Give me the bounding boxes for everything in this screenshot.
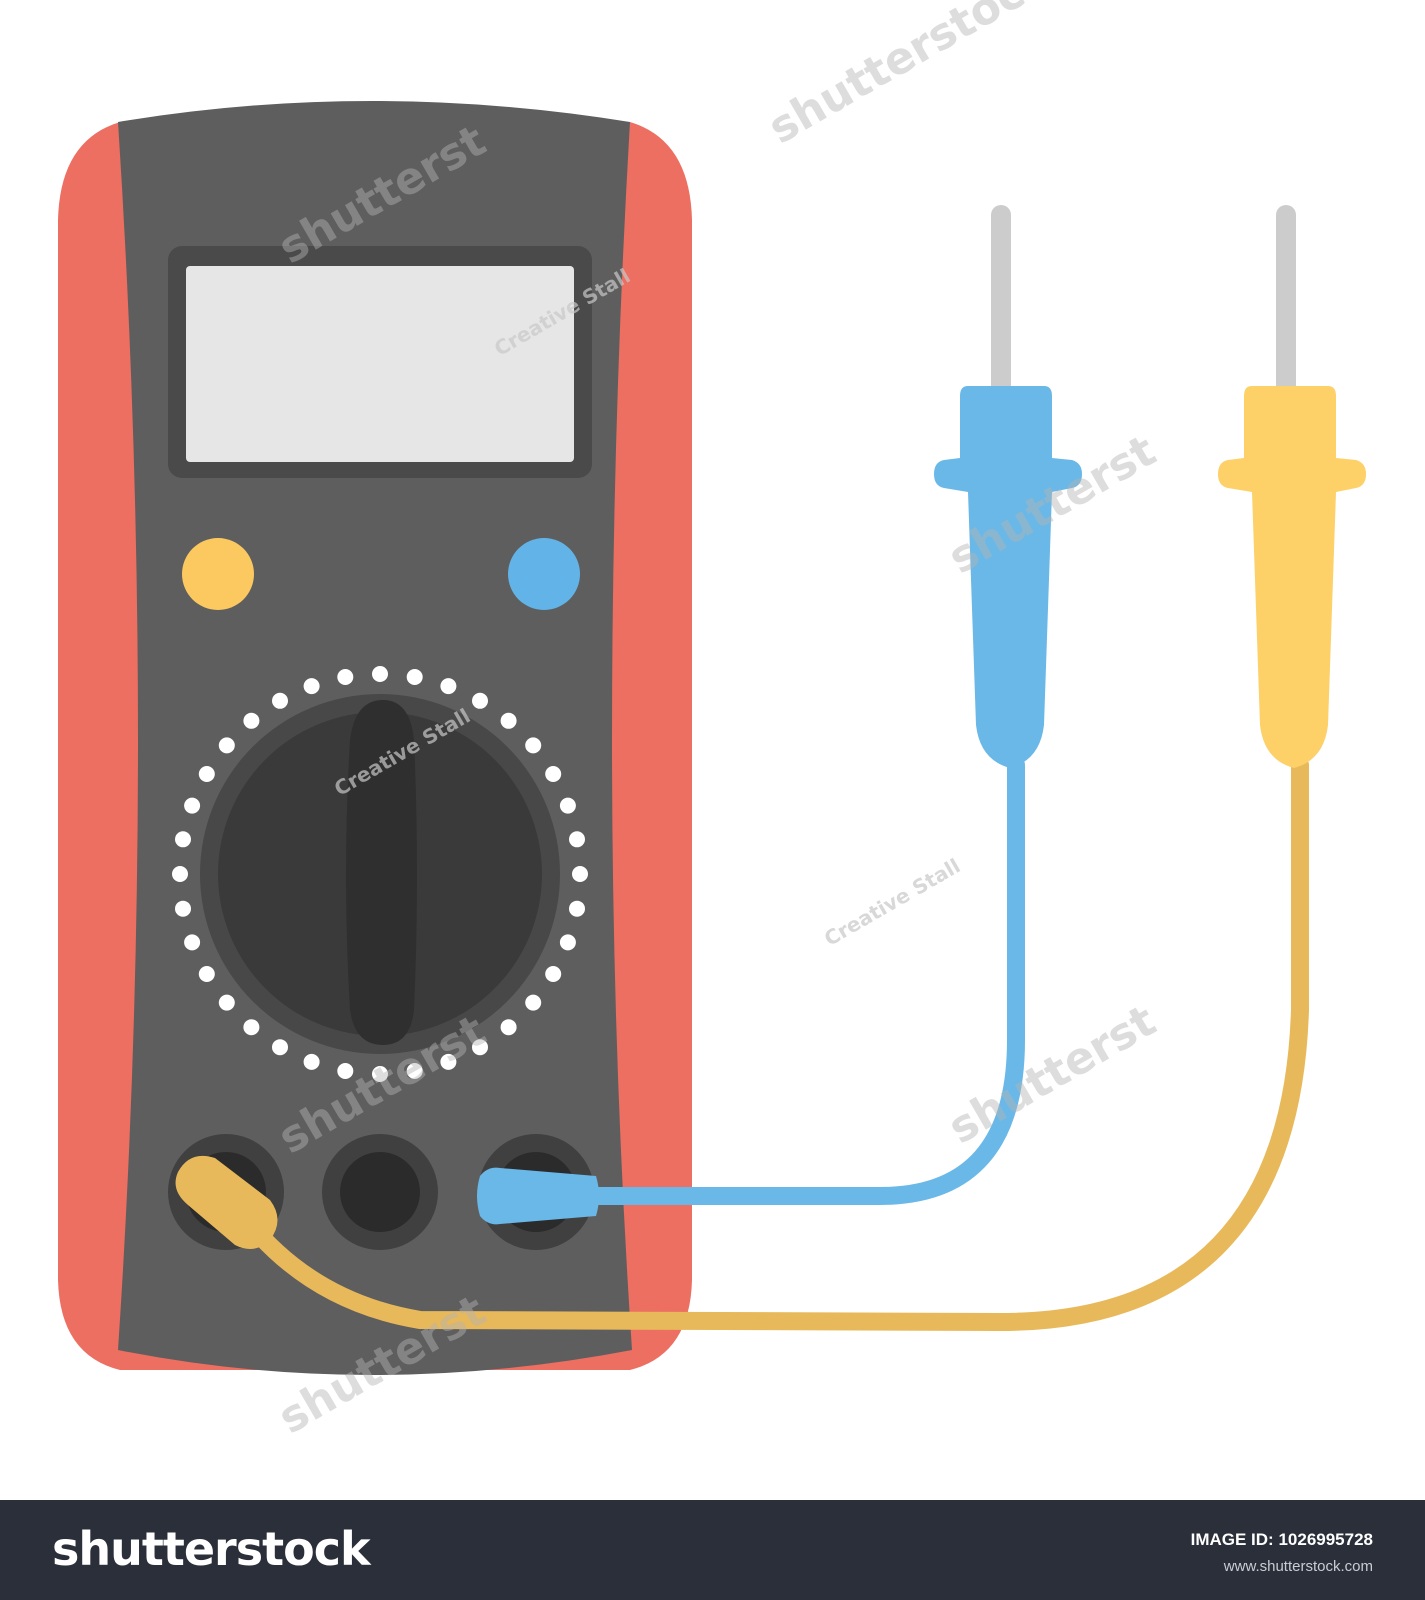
- yellow-probe-handle[interactable]: [1218, 386, 1366, 768]
- dial-dot: [337, 669, 354, 685]
- blue-lead-cable: [581, 756, 1025, 1205]
- dial-dot: [525, 737, 542, 754]
- dial-dot: [272, 692, 288, 709]
- dial-dot: [500, 712, 517, 729]
- dial-dot: [243, 712, 260, 729]
- dial-dot-ring: [172, 666, 588, 1082]
- dial-dot: [337, 1063, 354, 1079]
- image-info: IMAGE ID: 1026995728 www.shutterstock.co…: [1191, 1530, 1373, 1575]
- dial-dot: [525, 994, 542, 1011]
- jack-middle[interactable]: [322, 1134, 438, 1250]
- dial-dot: [198, 966, 215, 982]
- dial-dot: [172, 866, 188, 882]
- blue-button[interactable]: [508, 538, 580, 610]
- dial-dot: [218, 737, 235, 754]
- dial-dot: [198, 766, 215, 782]
- display-screen: [186, 266, 574, 462]
- dial-dot: [184, 934, 201, 951]
- footer-bar: shutterstock IMAGE ID: 1026995728 www.sh…: [0, 1500, 1425, 1600]
- dial-knob-pointer: [346, 700, 417, 1045]
- dial-dot: [559, 934, 576, 951]
- dial-dot: [559, 797, 576, 814]
- illustration-canvas: shutterst Creative Stall shutterst Creat…: [58, 0, 1366, 1444]
- dial-dot: [175, 831, 191, 848]
- dial-dot: [569, 831, 585, 848]
- dial-dot: [372, 666, 388, 682]
- dial-dot: [175, 900, 191, 917]
- dial-dot: [303, 1053, 320, 1070]
- dial-dot: [472, 1039, 488, 1056]
- dial-dot: [472, 692, 488, 709]
- blue-lead-plug: [477, 1167, 599, 1225]
- dial-dot: [500, 1019, 517, 1036]
- dial-dot: [569, 900, 585, 917]
- image-id-label: IMAGE ID:: [1190, 1530, 1274, 1549]
- dial-dot: [372, 1066, 388, 1082]
- dial-dot: [440, 678, 457, 695]
- site-url[interactable]: www.shutterstock.com: [1223, 1558, 1373, 1575]
- blue-probe-handle[interactable]: [934, 386, 1082, 768]
- image-id-value: 1026995728: [1278, 1530, 1373, 1549]
- dial-dot: [545, 766, 562, 782]
- dial-dot: [572, 866, 588, 882]
- yellow-probe-tip: [1276, 205, 1296, 405]
- dial-dot: [184, 797, 201, 814]
- dial-dot: [440, 1053, 457, 1070]
- dial-dot: [272, 1039, 288, 1056]
- dial-dot: [303, 678, 320, 695]
- dial-dot: [406, 669, 423, 685]
- yellow-lead-cable: [223, 756, 1309, 1332]
- blue-probe-tip: [991, 205, 1011, 405]
- image-id: IMAGE ID: 1026995728: [1191, 1530, 1373, 1550]
- yellow-button[interactable]: [182, 538, 254, 610]
- dial-dot: [545, 966, 562, 982]
- shutterstock-logo[interactable]: shutterstock: [52, 1522, 371, 1576]
- dial-dot: [243, 1019, 260, 1036]
- dial-dot: [406, 1063, 423, 1079]
- multimeter-illustration: [58, 101, 1366, 1375]
- dial-dot: [218, 994, 235, 1011]
- yellow-lead-plug: [175, 1155, 278, 1249]
